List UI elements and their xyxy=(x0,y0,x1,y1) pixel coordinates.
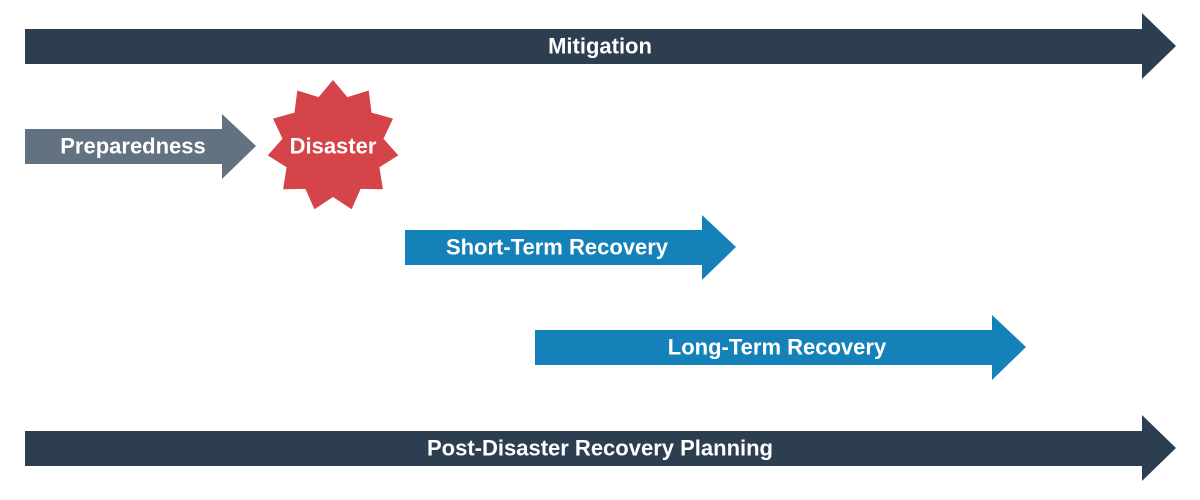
disaster-burst-shape xyxy=(267,80,399,210)
post-disaster-recovery-planning-arrow-shape xyxy=(25,415,1176,481)
short-term-recovery-arrow: Short-Term Recovery xyxy=(405,215,736,280)
mitigation-label: Mitigation xyxy=(548,34,652,59)
preparedness-arrow: Preparedness xyxy=(25,114,256,179)
post-disaster-recovery-planning-arrow: Post-Disaster Recovery Planning xyxy=(25,415,1176,481)
preparedness-label: Preparedness xyxy=(60,134,206,159)
preparedness-arrow-shape xyxy=(25,114,256,179)
long-term-recovery-arrow: Long-Term Recovery xyxy=(535,315,1026,380)
short-term-recovery-label: Short-Term Recovery xyxy=(446,235,669,260)
mitigation-arrow: Mitigation xyxy=(25,13,1176,79)
disaster-burst: Disaster xyxy=(267,80,399,210)
post-disaster-recovery-planning-label: Post-Disaster Recovery Planning xyxy=(427,436,773,461)
long-term-recovery-arrow-shape xyxy=(535,315,1026,380)
short-term-recovery-arrow-shape xyxy=(405,215,736,280)
long-term-recovery-label: Long-Term Recovery xyxy=(668,335,887,360)
disaster-label: Disaster xyxy=(290,134,377,159)
mitigation-arrow-shape xyxy=(25,13,1176,79)
